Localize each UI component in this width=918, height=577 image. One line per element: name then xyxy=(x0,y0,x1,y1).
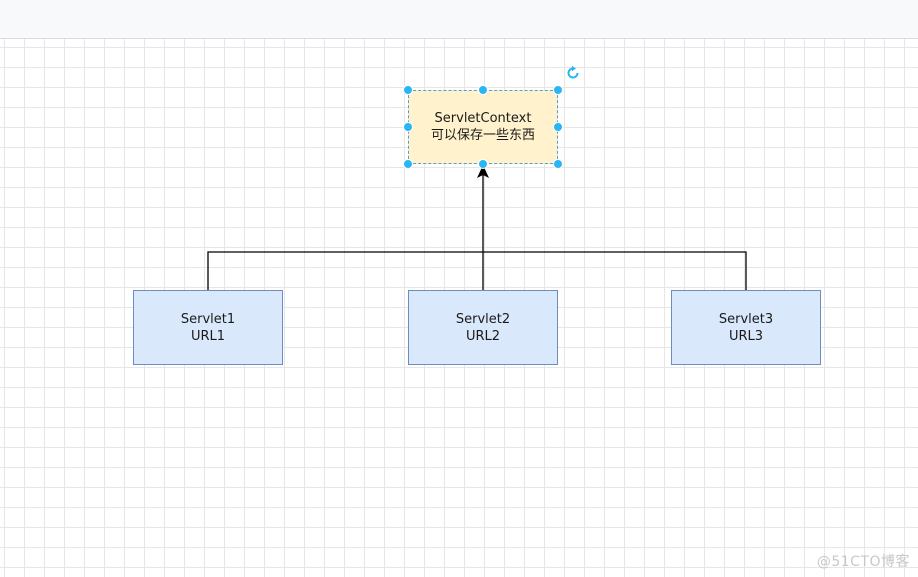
servlet1-name: Servlet1 xyxy=(180,311,236,327)
servlet-context-description: 可以保存一些东西 xyxy=(430,128,535,143)
resize-handle-bottom[interactable] xyxy=(478,159,488,169)
resize-handle-right[interactable] xyxy=(553,122,563,132)
watermark: @51CTO博客 xyxy=(816,554,910,570)
resize-handle-top[interactable] xyxy=(478,85,488,95)
servlet3-name: Servlet3 xyxy=(718,311,774,327)
toolbar xyxy=(0,0,918,39)
resize-handle-left[interactable] xyxy=(403,122,413,132)
servlet-context-title: ServletContext xyxy=(434,111,532,126)
resize-handle-top-right[interactable] xyxy=(553,85,563,95)
servlet1-url: URL1 xyxy=(190,328,226,344)
resize-handle-bottom-left[interactable] xyxy=(403,159,413,169)
servlet3-url: URL3 xyxy=(728,328,764,344)
resize-handle-top-left[interactable] xyxy=(403,85,413,95)
servlet2-name: Servlet2 xyxy=(455,311,511,327)
servlet-context-node[interactable]: ServletContext 可以保存一些东西 xyxy=(408,90,558,164)
servlet3-node[interactable]: Servlet3 URL3 xyxy=(671,290,821,365)
resize-handle-bottom-right[interactable] xyxy=(553,159,563,169)
servlet2-url: URL2 xyxy=(465,328,501,344)
servlet1-node[interactable]: Servlet1 URL1 xyxy=(133,290,283,365)
rotate-icon[interactable] xyxy=(565,65,581,81)
servlet2-node[interactable]: Servlet2 URL2 xyxy=(408,290,558,365)
